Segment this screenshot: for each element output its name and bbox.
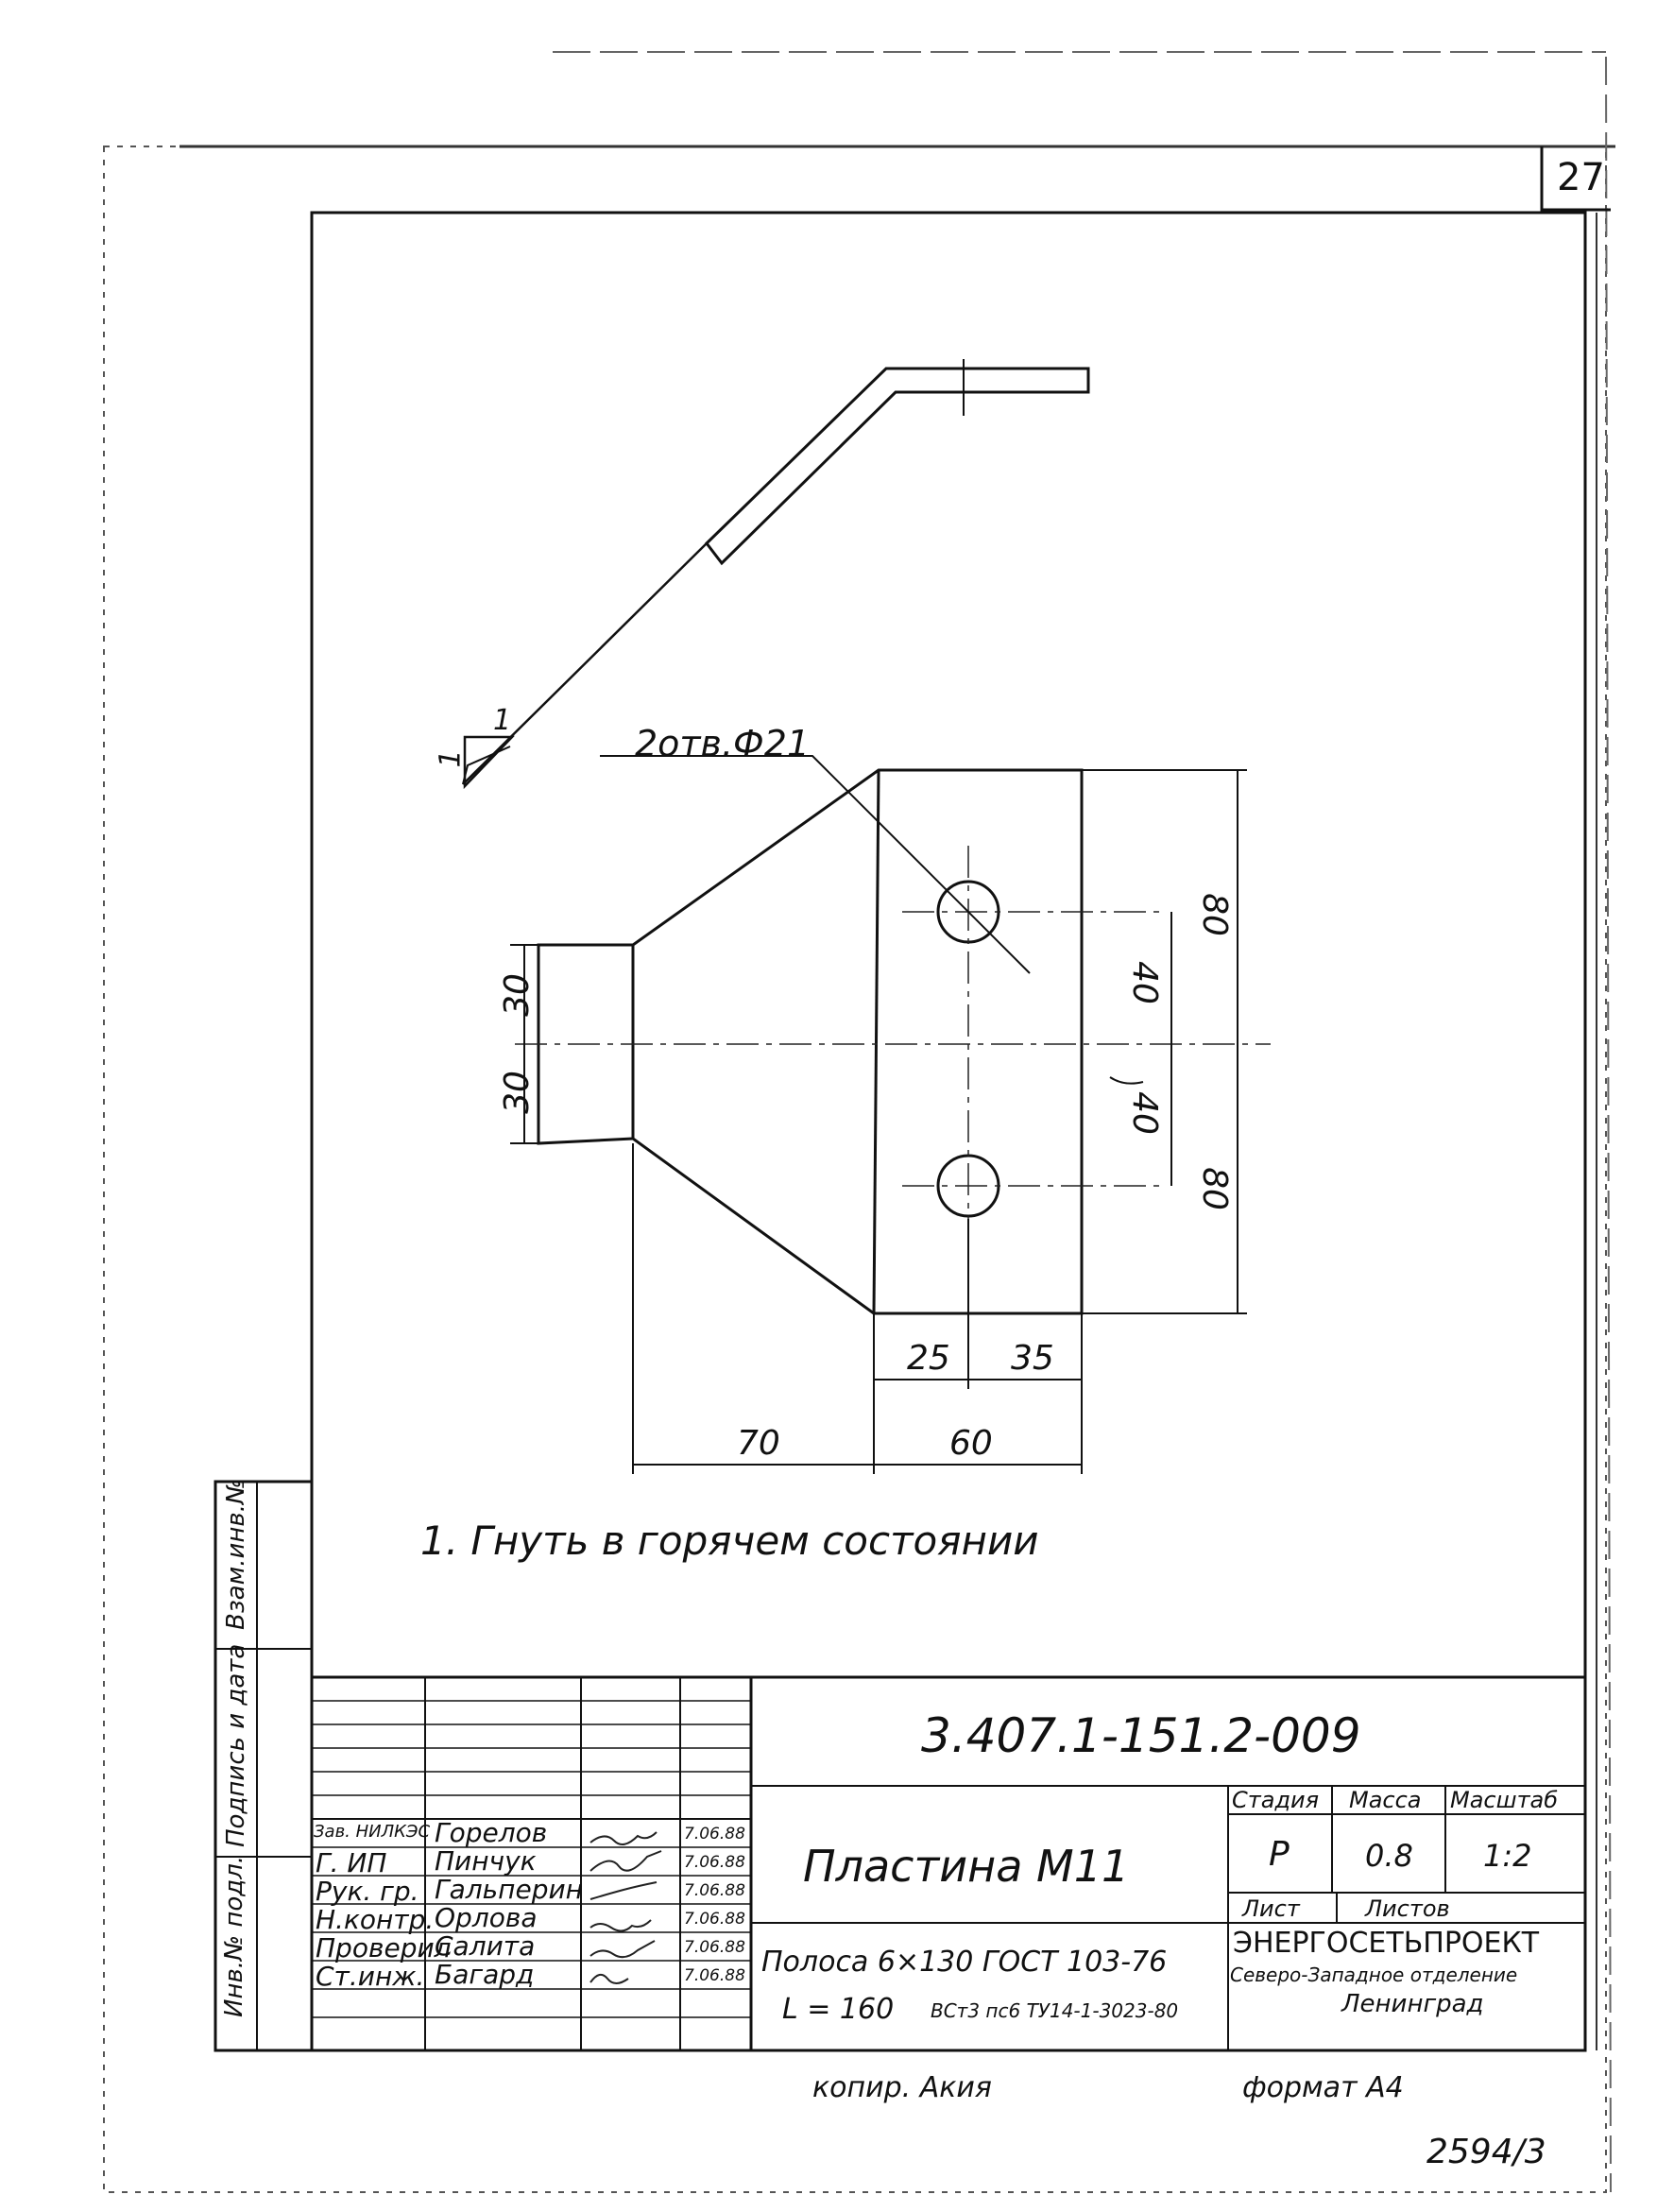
hole-callout: 2отв.Ф21 [635, 723, 811, 764]
signer-date: 7.06.88 [684, 1853, 745, 1872]
signer-name: Пинчук [435, 1845, 537, 1877]
footer-archive: 2594/3 [1426, 2133, 1546, 2171]
material-line-1: Полоса 6×130 ГОСТ 103-76 [761, 1946, 1168, 1979]
sheet-number: 27 [1557, 156, 1605, 199]
plan-view [537, 768, 1084, 1315]
copy-border [103, 146, 1607, 2193]
signer-date: 7.06.88 [684, 1938, 745, 1957]
side-stamp-box [214, 1480, 314, 2052]
signer-date: 7.06.88 [684, 1966, 745, 1985]
signer-role: Г. ИП [316, 1847, 387, 1878]
signer-name: Горелов [435, 1817, 548, 1848]
mass-value: 0.8 [1365, 1838, 1413, 1874]
side-view [462, 359, 1090, 785]
title-block-lines [312, 1675, 1585, 2050]
mass-header: Масса [1349, 1787, 1422, 1813]
stamp-inv-podl: Инв.№ подл. [220, 1855, 248, 2017]
signer-role: Рук. гр. [316, 1876, 419, 1907]
dim-25: 25 [907, 1339, 950, 1378]
dimension-lines [510, 769, 1247, 1474]
material-line-2a: L = 160 [782, 1993, 895, 2026]
dim-80-top: 80 [1194, 893, 1234, 936]
weld-symbol [463, 735, 515, 790]
sheet-label: Лист [1242, 1895, 1300, 1922]
doc-code: 3.407.1-151.2-009 [921, 1708, 1361, 1763]
scale-header: Масштаб [1450, 1787, 1559, 1813]
signer-name: Багард [435, 1959, 535, 1990]
hole-leader [600, 755, 1031, 974]
dim-30-top: 30 [497, 973, 537, 1017]
footer-copied: копир. Акия [812, 2071, 992, 2104]
org-line-3: Ленинград [1341, 1990, 1484, 2018]
dim-40-bottom: 40 [1124, 1091, 1164, 1135]
signer-name: Орлова [435, 1902, 538, 1933]
org-line-1: ЭНЕРГОСЕТЬПРОЕКТ [1233, 1927, 1540, 1960]
stage-value: Р [1269, 1835, 1290, 1874]
footer-format: формат А4 [1242, 2071, 1404, 2104]
signatures [589, 1831, 662, 1984]
drawing-frame [310, 211, 1587, 2052]
right-edge-line [1605, 56, 1612, 2193]
dim-60: 60 [949, 1424, 993, 1463]
signer-role: Проверил [316, 1932, 452, 1963]
drawing-note: 1. Гнуть в горячем состоянии [420, 1518, 1039, 1564]
stage-header: Стадия [1232, 1787, 1320, 1813]
sheet-number-box [1540, 146, 1611, 212]
signer-role: Н.контр. [316, 1904, 435, 1935]
dim-70: 70 [737, 1424, 780, 1463]
signer-name: Гальперин [435, 1874, 583, 1905]
stamp-vzam-inv: Взам.инв.№ [222, 1479, 250, 1630]
scale-value: 1:2 [1483, 1838, 1532, 1874]
part-name: Пластина М11 [803, 1841, 1130, 1892]
dim-35: 35 [1011, 1339, 1054, 1378]
dim-30-bottom: 30 [497, 1071, 537, 1114]
sheets-label: Листов [1365, 1895, 1450, 1922]
weld-leg-2: 1 [434, 749, 468, 768]
org-line-2: Северо-Западное отделение [1230, 1963, 1518, 1986]
signer-role: Зав. НИЛКЭС [314, 1822, 431, 1842]
signer-date: 7.06.88 [684, 1910, 745, 1929]
stamp-podpis-data: Подпись и дата [222, 1643, 250, 1847]
material-line-2b: ВСт3 пс6 ТУ14-1-3023-80 [931, 1999, 1179, 2022]
dim-40-top: 40 [1124, 961, 1164, 1004]
dim-80-bottom: 80 [1194, 1167, 1234, 1210]
signer-date: 7.06.88 [684, 1825, 745, 1843]
signer-role: Ст.инж. [316, 1961, 425, 1992]
signer-date: 7.06.88 [684, 1881, 745, 1900]
weld-leg-1: 1 [493, 704, 512, 737]
signer-name: Салита [435, 1930, 536, 1962]
